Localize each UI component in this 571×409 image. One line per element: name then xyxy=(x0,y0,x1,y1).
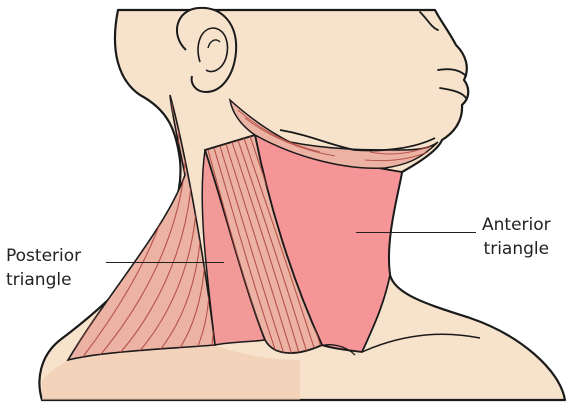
posterior-label-line1: Posterior xyxy=(6,244,81,268)
anterior-label-line2: triangle xyxy=(482,237,551,261)
posterior-label-line2: triangle xyxy=(6,268,81,292)
posterior-triangle-label: Posterior triangle xyxy=(6,244,81,292)
anterior-triangle-label: Anterior triangle xyxy=(482,213,551,261)
anterior-leader-line xyxy=(356,232,476,233)
posterior-leader-line xyxy=(106,262,224,263)
anterior-label-line1: Anterior xyxy=(482,213,551,237)
